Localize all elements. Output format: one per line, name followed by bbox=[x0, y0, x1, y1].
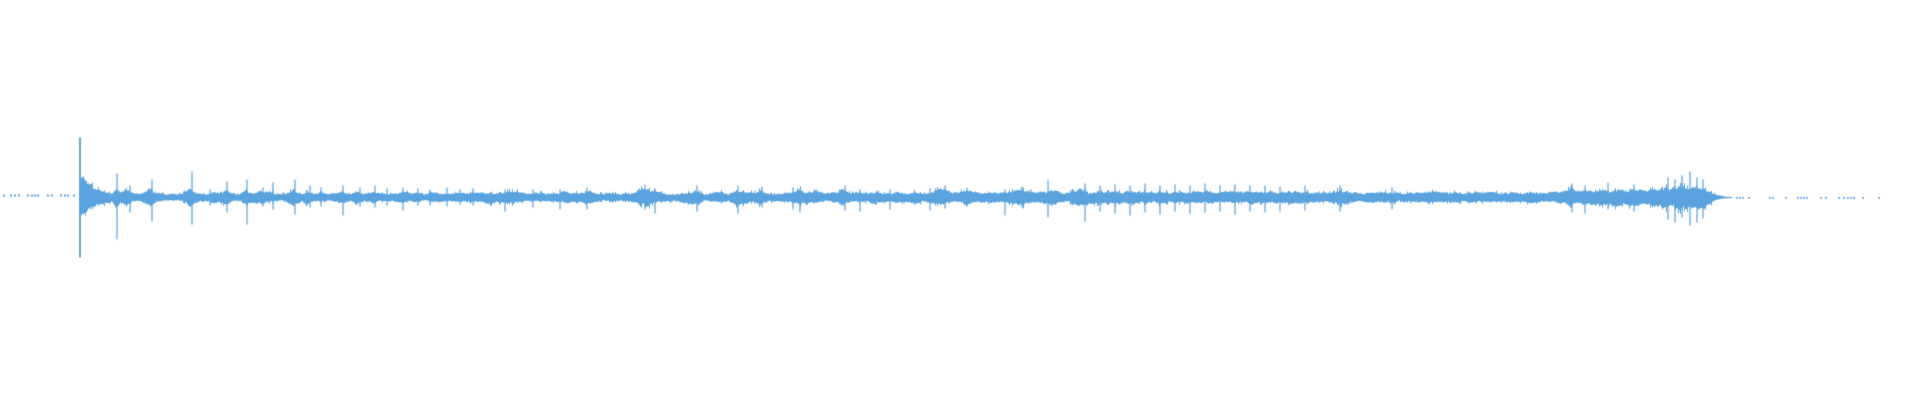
audio-waveform-canvas bbox=[0, 0, 1920, 400]
page: { "meta": { "background_color": "#ffffff… bbox=[0, 0, 1920, 400]
waveform-container bbox=[0, 0, 1920, 400]
